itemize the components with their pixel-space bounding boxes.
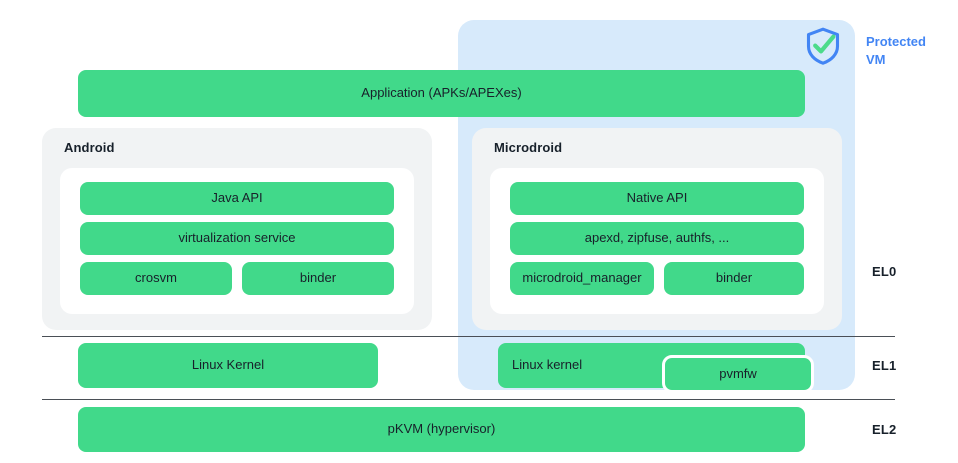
android-row-crosvm[interactable]: crosvm (80, 262, 232, 295)
microdroid-row-native-api[interactable]: Native API (510, 182, 804, 215)
hypervisor-box[interactable]: pKVM (hypervisor) (78, 407, 805, 452)
android-inner-panel: Java API virtualization service crosvm b… (60, 168, 414, 314)
protected-vm-label-line2: VM (866, 52, 886, 68)
pvmfw-box[interactable]: pvmfw (662, 355, 814, 393)
android-panel-title: Android (64, 140, 115, 155)
microdroid-row-apexd-zipfuse-authfs[interactable]: apexd, zipfuse, authfs, ... (510, 222, 804, 255)
divider-el1-el2 (42, 399, 895, 401)
shield-check-icon (802, 25, 844, 67)
microdroid-panel-title: Microdroid (494, 140, 563, 155)
exception-level-el2: EL2 (872, 422, 897, 437)
host-linux-kernel-box[interactable]: Linux Kernel (78, 343, 378, 388)
android-panel: Android Java API virtualization service … (42, 128, 432, 330)
android-row-binder[interactable]: binder (242, 262, 394, 295)
protected-vm-label-line1: Protected (866, 34, 926, 49)
protected-vm-label: Protected VM (866, 33, 956, 70)
divider-el0-el1 (42, 336, 895, 338)
microdroid-inner-panel: Native API apexd, zipfuse, authfs, ... m… (490, 168, 824, 314)
android-row-virtualization-service[interactable]: virtualization service (80, 222, 394, 255)
android-row-java-api[interactable]: Java API (80, 182, 394, 215)
microdroid-panel: Microdroid Native API apexd, zipfuse, au… (472, 128, 842, 330)
microdroid-row-microdroid-manager[interactable]: microdroid_manager (510, 262, 654, 295)
exception-level-el0: EL0 (872, 264, 897, 279)
microdroid-row-binder[interactable]: binder (664, 262, 804, 295)
application-bar[interactable]: Application (APKs/APEXes) (78, 70, 805, 117)
exception-level-el1: EL1 (872, 358, 897, 373)
